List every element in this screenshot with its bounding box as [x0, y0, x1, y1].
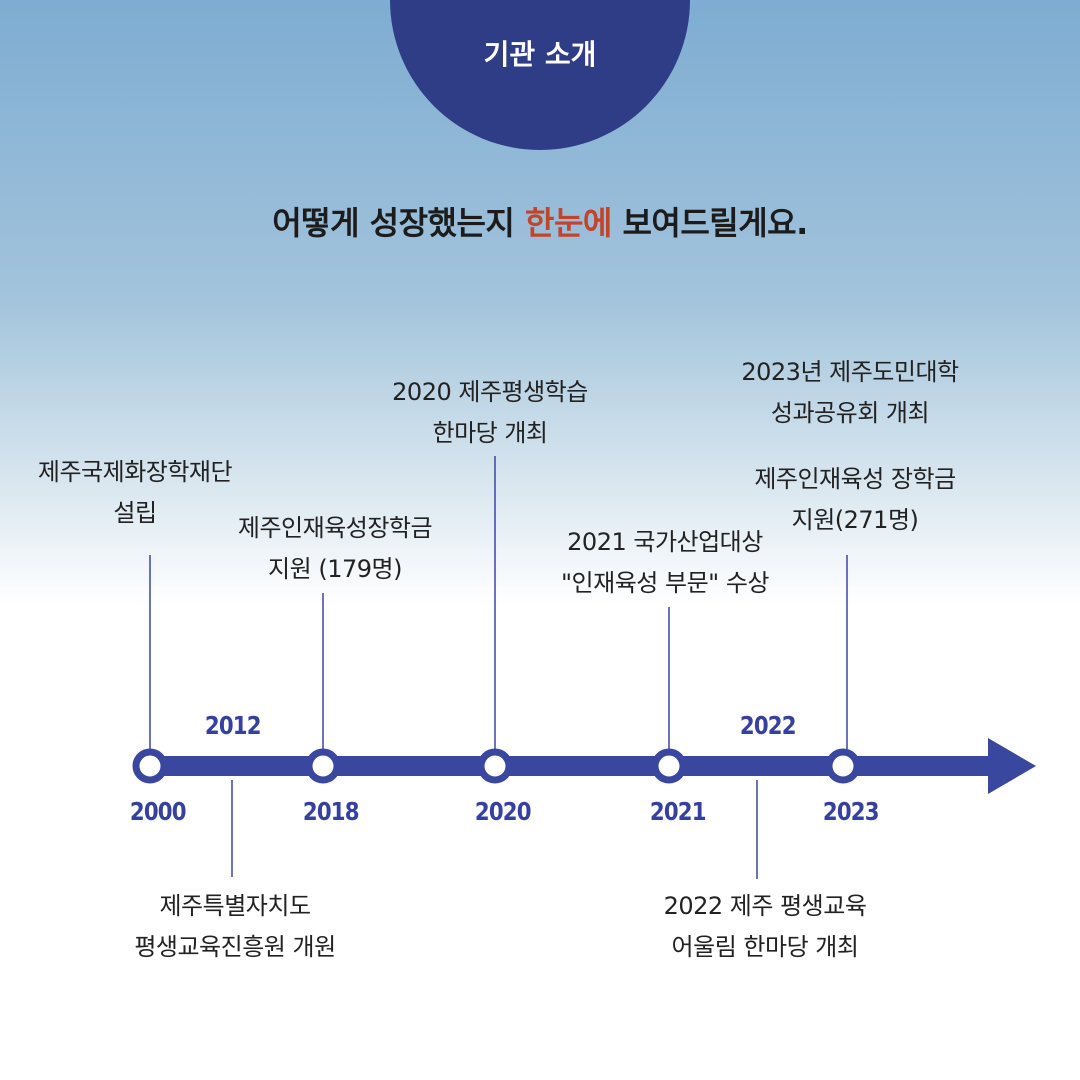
- year-2012: 2012: [204, 711, 262, 740]
- event-2023-university-line1: 2023년 제주도민대학: [741, 358, 959, 386]
- event-2018-line1: 제주인재육성장학금: [237, 514, 433, 542]
- event-2020-line2: 한마당 개최: [432, 419, 548, 447]
- node-2020: [477, 748, 513, 784]
- year-2020: 2020: [474, 797, 532, 826]
- event-2018-line2: 지원 (179명): [268, 555, 402, 583]
- event-2023-university-line2: 성과공유회 개최: [770, 399, 930, 427]
- event-2023-scholarship: 제주인재육성 장학금 지원(271명): [720, 459, 990, 541]
- year-2018: 2018: [302, 797, 360, 826]
- event-2021: 2021 국가산업대상 "인재육성 부문" 수상: [525, 522, 805, 604]
- node-2023: [825, 748, 861, 784]
- year-2021: 2021: [649, 797, 707, 826]
- page-headline: 어떻게 성장했는지 한눈에 보여드릴게요.: [0, 198, 1080, 244]
- headline-accent: 한눈에: [525, 204, 612, 242]
- node-2018: [305, 748, 341, 784]
- event-2021-line2: "인재육성 부문" 수상: [561, 569, 769, 597]
- event-2000-line2: 설립: [113, 499, 157, 527]
- badge-label: 기관 소개: [483, 38, 597, 71]
- year-2023: 2023: [822, 797, 880, 826]
- event-2012-line1: 제주특별자치도: [159, 892, 311, 920]
- event-2022-line1: 2022 제주 평생교육: [663, 892, 867, 920]
- headline-text-after: 보여드릴게요.: [611, 204, 808, 242]
- event-2023-university: 2023년 제주도민대학 성과공유회 개최: [705, 352, 995, 434]
- event-2000: 제주국제화장학재단 설립: [10, 452, 260, 534]
- event-2021-line1: 2021 국가산업대상: [567, 528, 763, 556]
- event-2000-line1: 제주국제화장학재단: [37, 458, 233, 486]
- timeline-bar: [150, 756, 1000, 776]
- node-2021: [651, 748, 687, 784]
- timeline-arrowhead: [988, 738, 1036, 794]
- year-2000: 2000: [129, 797, 187, 826]
- event-2018: 제주인재육성장학금 지원 (179명): [205, 508, 465, 590]
- headline-text-before: 어떻게 성장했는지: [272, 204, 526, 242]
- event-2012: 제주특별자치도 평생교육진흥원 개원: [100, 886, 370, 968]
- event-2012-line2: 평생교육진흥원 개원: [134, 933, 336, 961]
- event-2020-line1: 2020 제주평생학습: [392, 378, 588, 406]
- event-2022: 2022 제주 평생교육 어울림 한마당 개최: [625, 886, 905, 968]
- event-2023-scholarship-line2: 지원(271명): [791, 506, 919, 534]
- event-2023-scholarship-line1: 제주인재육성 장학금: [754, 465, 956, 493]
- node-2000: [132, 748, 168, 784]
- event-2020: 2020 제주평생학습 한마당 개최: [360, 372, 620, 454]
- year-2022: 2022: [739, 711, 797, 740]
- event-2022-line2: 어울림 한마당 개최: [671, 933, 859, 961]
